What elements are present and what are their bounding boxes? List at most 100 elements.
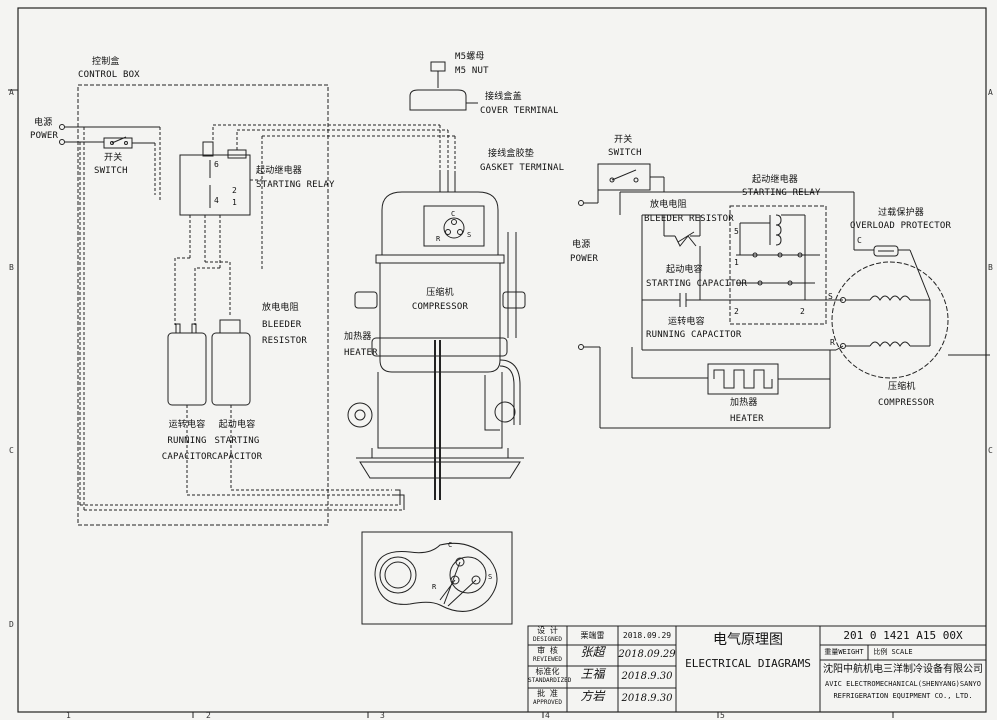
m5-nut-label-cn: M5螺母 xyxy=(455,52,485,62)
standardized-label-en: STANDARDIZED xyxy=(528,677,572,684)
right-power-node-2 xyxy=(578,344,584,350)
drawing-number: 201 0 1421 A15 00X xyxy=(843,629,963,642)
left-bleeder-label-en-1: BLEEDER xyxy=(262,320,302,330)
right-heater xyxy=(707,363,779,395)
row-marker-d: D xyxy=(9,620,14,629)
right-starting-cap-label-en: STARTING CAPACITOR xyxy=(646,279,748,289)
left-switch-label-en: SWITCH xyxy=(94,166,128,176)
m5-nut-label-en: M5 NUT xyxy=(455,66,489,76)
compressor-label-en: COMPRESSOR xyxy=(411,302,469,312)
power-terminal-1 xyxy=(59,124,65,130)
right-relay-pin-1: 1 xyxy=(734,258,740,267)
bottom-detail-frame xyxy=(361,531,513,625)
right-switch-label-cn: 开关 xyxy=(614,135,633,145)
row-marker-b: B xyxy=(9,263,14,272)
scale-label: 比例 SCALE xyxy=(873,648,913,656)
right-bleeder-resistor-symbol xyxy=(674,235,697,247)
right-starting-relay xyxy=(729,205,827,325)
right-overload-label-en: OVERLOAD PROTECTOR xyxy=(850,221,952,231)
terminal-s: S xyxy=(467,231,472,239)
m5-nut-shape xyxy=(430,61,446,72)
cover-terminal-label-cn: 接线盒盖 xyxy=(485,92,522,102)
left-running-cap-label-en-2: CAPACITOR xyxy=(161,452,213,462)
right-power-label-cn: 电源 xyxy=(572,240,591,250)
terminal-c: C xyxy=(451,210,456,218)
reviewed-label-cn: 审 核 xyxy=(537,646,558,655)
drawing-frame xyxy=(17,7,987,713)
motor-terminal-c: C xyxy=(857,236,863,245)
detail-terminal-s: S xyxy=(488,573,493,581)
left-running-capacitor xyxy=(167,332,207,406)
left-starting-cap-label-en-1: STARTING xyxy=(214,436,260,446)
control-box-label-en: CONTROL BOX xyxy=(78,70,140,80)
approved-label-cn: 批 准 xyxy=(537,689,558,698)
designed-label-en: DESIGNED xyxy=(533,636,562,643)
col-marker-4: 4 xyxy=(545,711,550,720)
gasket-terminal-label-en: GASKET TERMINAL xyxy=(480,163,565,173)
standardized-signature: 王福 xyxy=(580,667,605,681)
relay-pin-6: 6 xyxy=(214,160,220,169)
right-power-label-en: POWER xyxy=(570,254,599,264)
title-block xyxy=(527,625,987,713)
left-starting-relay xyxy=(179,154,251,216)
right-power-node-1 xyxy=(578,200,584,206)
cover-terminal-shape xyxy=(409,89,467,111)
right-overload-protector xyxy=(873,245,899,257)
company-name-en-1: AVIC ELECTROMECHANICAL(SHENYANG)SANYO xyxy=(825,680,981,688)
relay-pin-2: 2 xyxy=(232,186,238,195)
heater-label-en: HEATER xyxy=(344,348,378,358)
drawing-title-cn: 电气原理图 xyxy=(713,632,783,648)
control-box-label-cn: 控制盒 xyxy=(92,57,120,67)
power-label-en: POWER xyxy=(30,131,59,141)
company-name-cn: 沈阳中航机电三洋制冷设备有限公司 xyxy=(823,664,983,675)
designed-date: 2018.09.29 xyxy=(622,631,672,640)
col-marker-2: 2 xyxy=(206,711,211,720)
left-relay-label-en: STARTING RELAY xyxy=(256,180,335,190)
right-bleeder-label-cn: 放电电阻 xyxy=(650,200,687,210)
designed-label-cn: 设 计 xyxy=(537,626,558,635)
row-marker-c-right: C xyxy=(988,446,993,455)
heater-label-cn: 加热器 xyxy=(344,332,372,342)
designed-name: 栗端雷 xyxy=(580,631,605,640)
left-starting-capacitor xyxy=(211,332,251,406)
cover-terminal-label-en: COVER TERMINAL xyxy=(480,106,559,116)
right-relay-pin-5: 5 xyxy=(734,227,740,236)
right-compressor-label-en: COMPRESSOR xyxy=(878,398,935,408)
left-starting-cap-label-cn: 起动电容 xyxy=(218,420,256,430)
compressor-label-cn: 压缩机 xyxy=(426,288,454,298)
detail-terminal-r: R xyxy=(432,583,437,591)
terminal-plate xyxy=(423,205,485,247)
left-bleeder-label-cn: 放电电阻 xyxy=(262,303,299,313)
terminal-plate-detail xyxy=(374,542,498,612)
approved-date: 2018.9.30 xyxy=(621,693,673,704)
left-running-cap-label-cn: 运转电容 xyxy=(168,420,206,430)
reviewed-label-en: REVIEWED xyxy=(533,656,562,663)
right-relay-label-cn: 起动继电器 xyxy=(752,175,799,185)
row-marker-c: C xyxy=(9,446,14,455)
motor-terminal-s: S xyxy=(828,292,834,301)
right-heater-label-en: HEATER xyxy=(730,414,764,424)
left-switch-label-cn: 开关 xyxy=(104,153,123,163)
relay-pin-4: 4 xyxy=(214,196,220,205)
relay-pin-1: 1 xyxy=(232,198,238,207)
right-overload-label-cn: 过载保护器 xyxy=(878,208,925,218)
right-relay-pin-2b: 2 xyxy=(800,307,806,316)
approved-signature: 方岩 xyxy=(580,689,605,703)
terminal-r: R xyxy=(436,235,441,243)
reviewed-signature: 张超 xyxy=(580,645,605,659)
right-compressor-motor xyxy=(831,261,949,379)
right-bleeder-label-en: BLEEDER RESISTOR xyxy=(644,214,734,224)
right-switch xyxy=(597,163,651,191)
left-running-cap-label-en-1: RUNNING xyxy=(167,436,207,446)
right-compressor-label-cn: 压缩机 xyxy=(888,382,916,392)
left-starting-cap-label-en-2: CAPACITOR xyxy=(211,452,263,462)
row-marker-b-right: B xyxy=(988,263,993,272)
left-bleeder-resistor-body xyxy=(219,319,241,334)
left-bleeder-label-en-2: RESISTOR xyxy=(262,336,307,346)
drawing-title-en: ELECTRICAL DIAGRAMS xyxy=(685,657,811,670)
company-name-en-2: REFRIGERATION EQUIPMENT CO., LTD. xyxy=(833,692,973,700)
motor-terminal-r: R xyxy=(830,338,836,347)
row-marker-a-right: A xyxy=(988,88,993,97)
row-marker-a: A xyxy=(9,88,14,97)
